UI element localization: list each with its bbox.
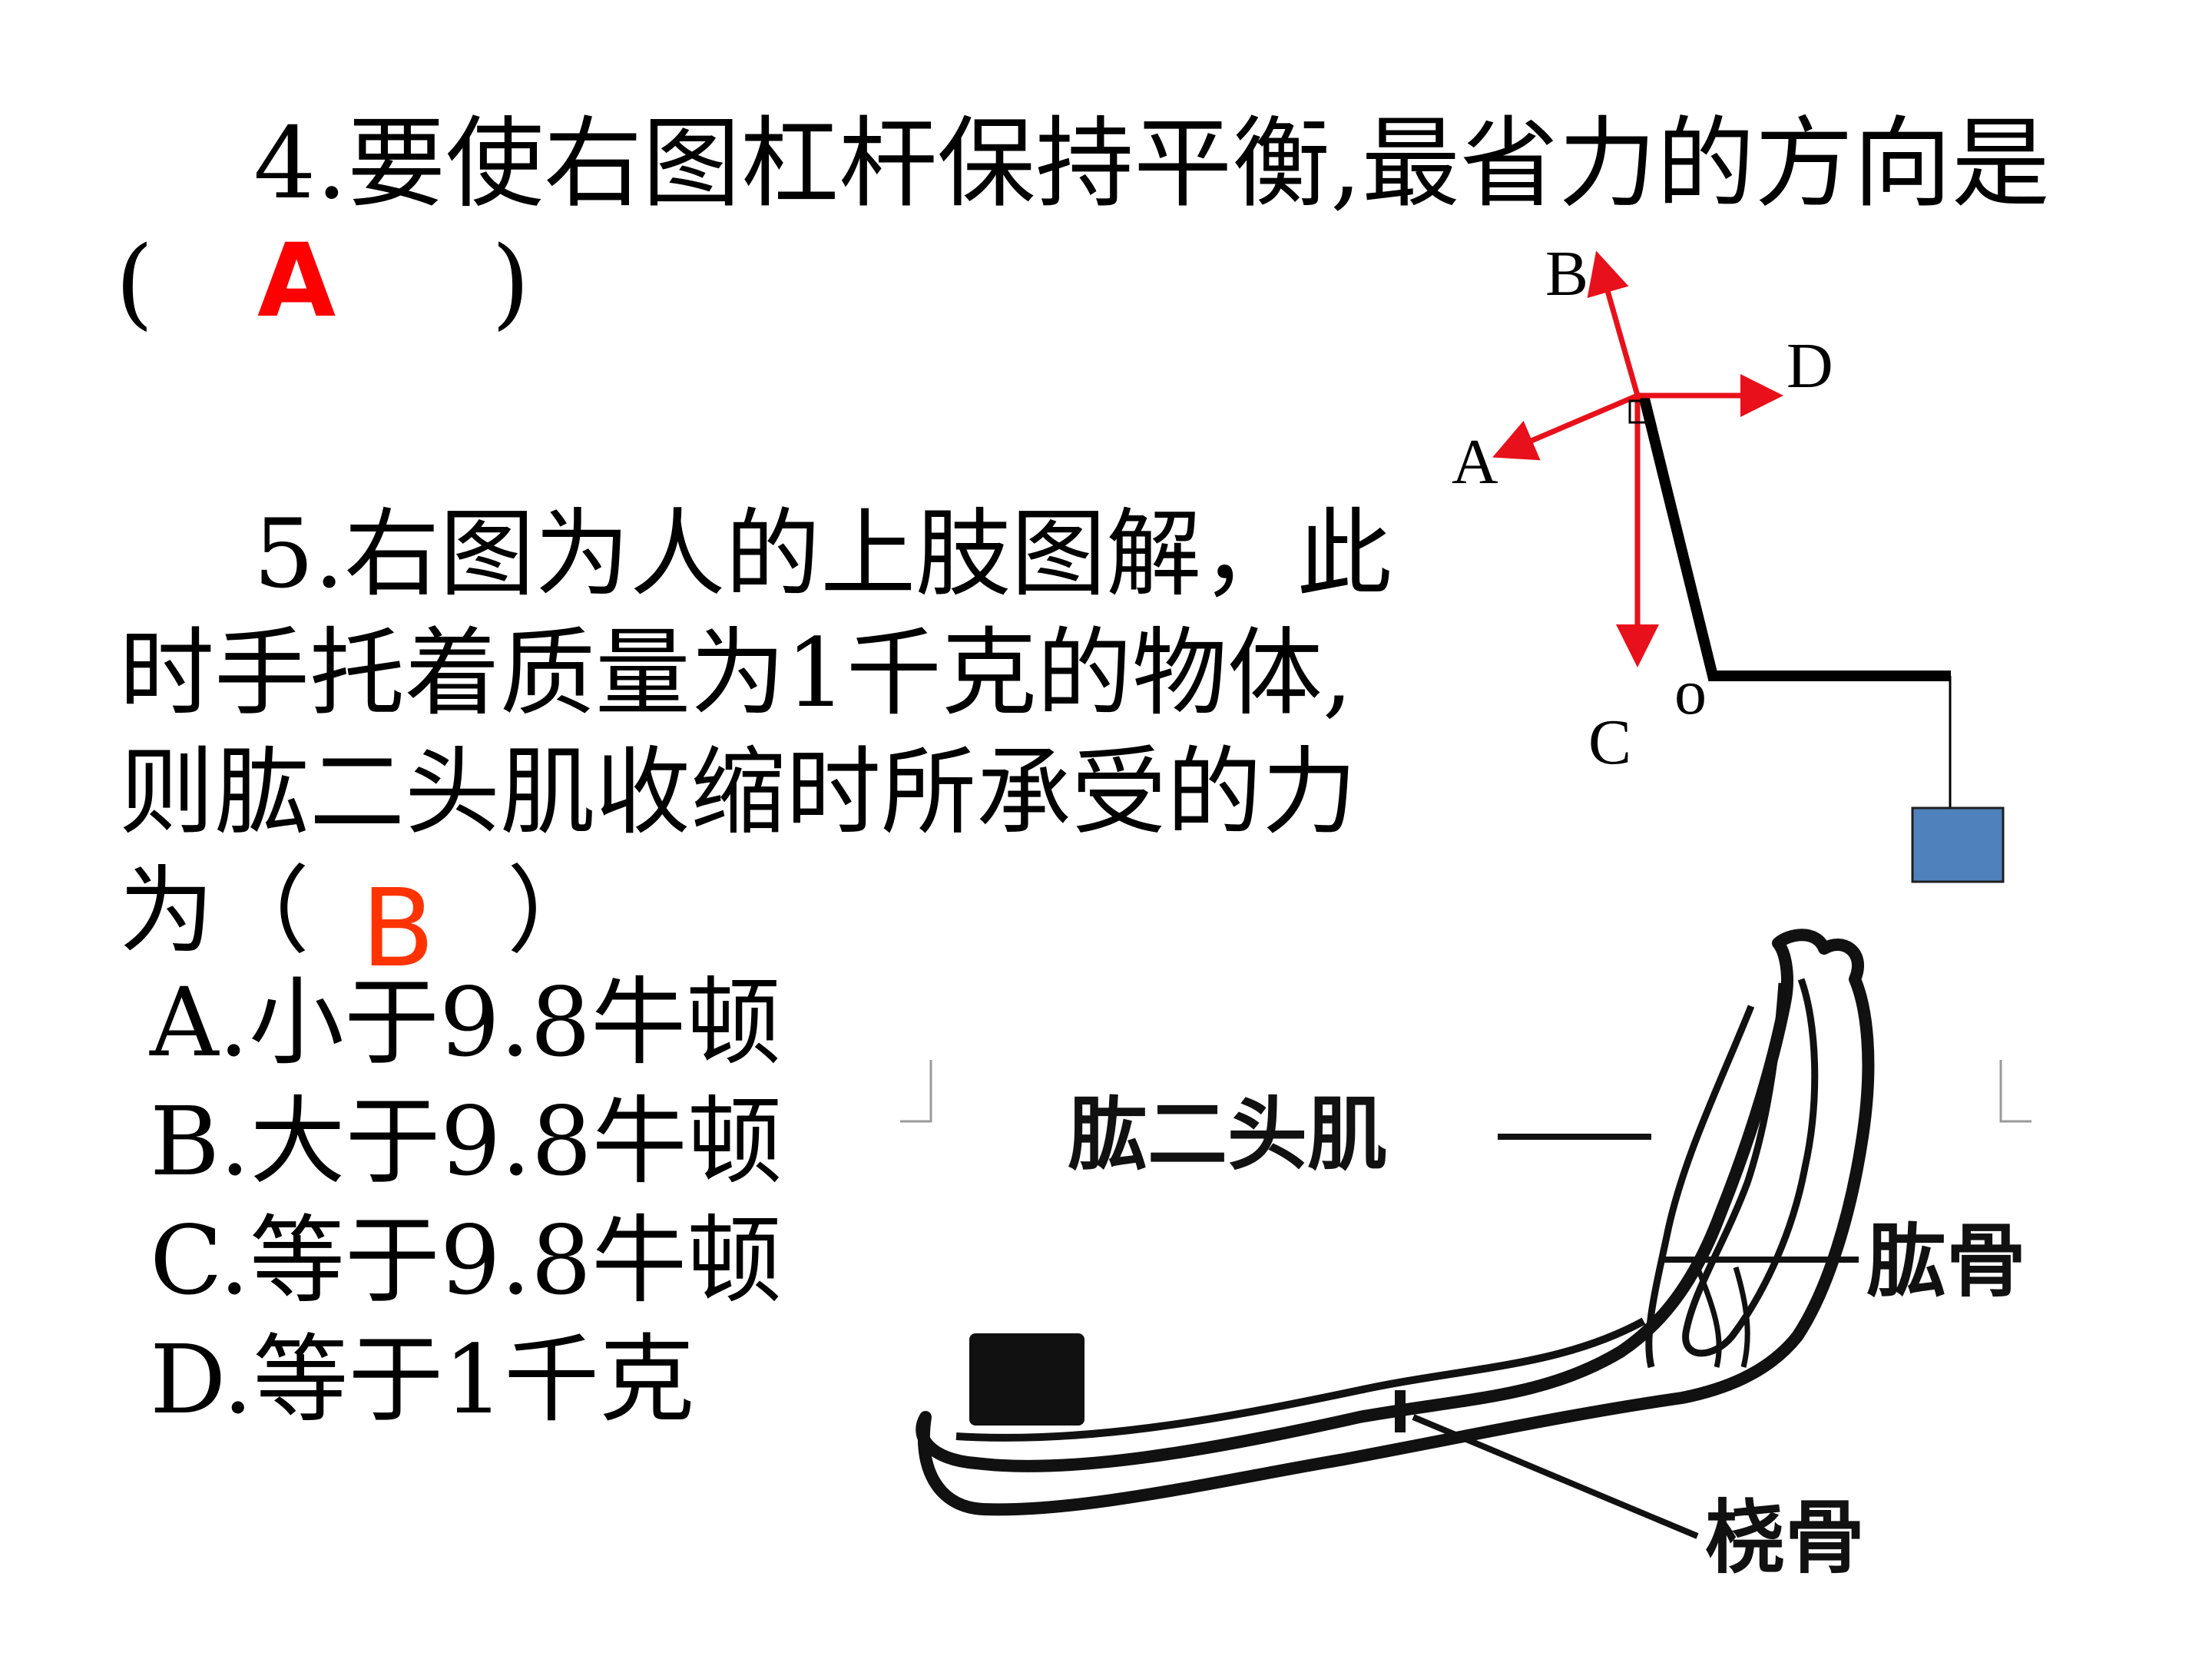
weight-block [1911, 806, 2005, 883]
q4-question-text: 4.要使右图杠杆保持平衡,最省力的方向是 [253, 107, 2050, 221]
humerus-bone [1682, 978, 1819, 1357]
lever-diagram [1492, 250, 2005, 883]
lever-label-b: B [1545, 238, 1589, 310]
q5-answer: B [361, 866, 435, 992]
hand-weight-block [969, 1333, 1084, 1426]
q5-option-a: A.小于9.8牛顿 [150, 968, 782, 1078]
q5-line-3: 则肱二头肌收缩时所承受的力 [119, 737, 1358, 848]
q4-answer: A [257, 222, 336, 340]
q5-line-4-prefix: 为（ [119, 856, 310, 967]
lever-label-a: A [1452, 426, 1498, 498]
q5-line-2: 时手托着质量为1千克的物体, [119, 618, 1353, 729]
label-humerus: 肱骨 [1866, 1214, 2027, 1308]
lever-label-c: C [1588, 707, 1632, 778]
right-angle-marker [1628, 399, 1650, 424]
q5-line-1: 5.右图为人的上肢图解，此 [253, 499, 1392, 610]
forearm-inner-line [955, 1317, 1646, 1442]
q5-option-b: B.大于9.8牛顿 [150, 1087, 783, 1197]
label-radius: 桡骨 [1705, 1491, 1866, 1584]
arm-anatomy-illustration [900, 929, 2032, 1539]
q4-open-paren: ( [115, 226, 154, 340]
q5-option-d: D.等于1千克 [150, 1325, 695, 1435]
lever-label-o: o [1674, 657, 1707, 728]
arm-outline [916, 929, 1875, 1516]
leader-radius [1412, 1414, 1699, 1539]
lever-arm [1638, 394, 1951, 681]
radius-connector [1395, 1390, 1406, 1432]
q4-close-paren: ) [492, 226, 530, 340]
force-arrow-b [1587, 250, 1641, 396]
label-biceps: 肱二头肌 [1068, 1088, 1388, 1181]
force-arrow-a [1492, 392, 1639, 461]
biceps-muscle [1645, 1005, 1755, 1369]
q5-line-4-suffix: ） [507, 856, 603, 967]
lever-label-d: D [1786, 330, 1833, 402]
q5-option-c: C.等于9.8牛顿 [150, 1206, 783, 1316]
